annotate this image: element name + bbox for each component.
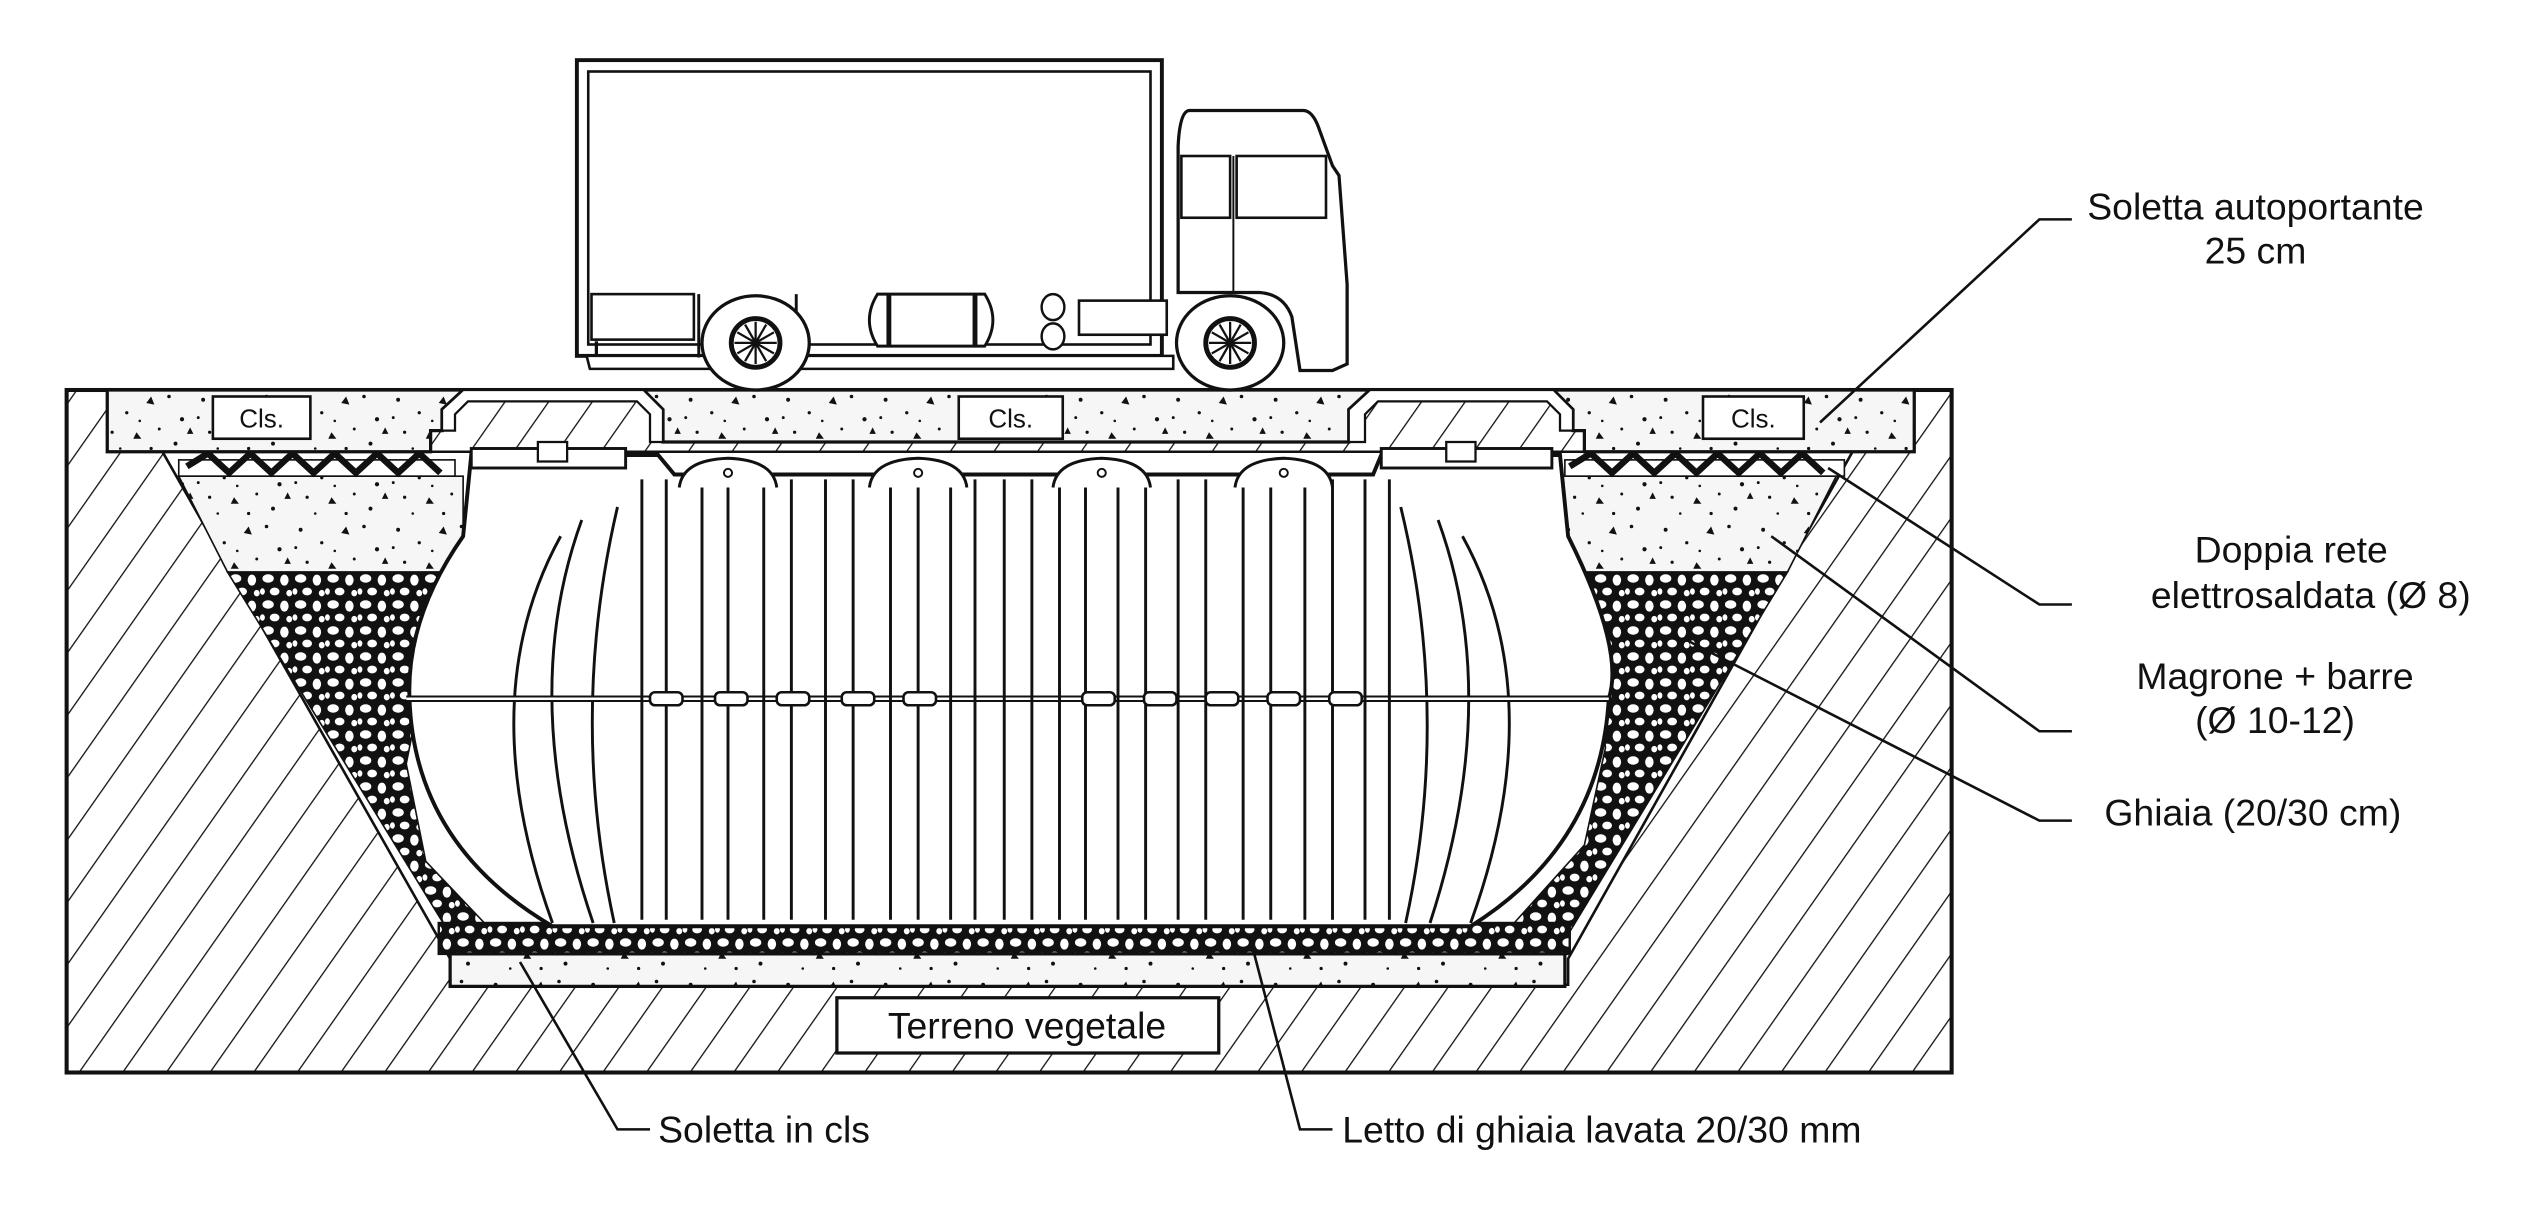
leader-lines	[518, 218, 2072, 1131]
tank-icon	[406, 440, 1615, 929]
tank-dome-hole	[722, 467, 734, 478]
wheel-spoke	[754, 324, 768, 344]
slab-tag-left: Cls.	[211, 395, 312, 441]
callout-doppia-rete-line2: elettrosaldata (Ø 8)	[2151, 574, 2471, 616]
tank-rib-clamp	[840, 690, 876, 707]
callout-soletta-autoportante-line2: 25 cm	[2205, 229, 2307, 271]
slab-tag-left-text: Cls.	[239, 403, 284, 433]
lean-concrete-left	[177, 475, 464, 573]
wheel-spoke	[1229, 341, 1249, 355]
wheel-spoke	[736, 331, 757, 344]
tank-dome-hole	[1278, 467, 1289, 478]
tank-rib-clamp	[1080, 690, 1117, 707]
tank-rib-clamp	[1142, 690, 1178, 707]
wheel-spoke	[1211, 331, 1231, 344]
callout-ghiaia: Ghiaia (20/30 cm)	[2104, 792, 2401, 834]
wheel-spoke	[755, 341, 775, 355]
tank-rib-clamp	[1266, 690, 1302, 707]
concrete-base-slab	[448, 952, 1567, 988]
callout-magrone-line2: (Ø 10-12)	[2195, 699, 2355, 741]
slab-tag-right-text: Cls.	[1731, 403, 1776, 433]
wheel-spoke	[1218, 342, 1232, 362]
slab-tag-center-text: Cls.	[988, 403, 1033, 433]
tank-rib-clamp	[1204, 690, 1240, 707]
wheel-spoke	[1229, 342, 1242, 362]
wheel-spoke	[736, 341, 757, 355]
tank-rib-clamp	[775, 690, 811, 707]
wheel-spoke	[754, 342, 768, 362]
tank-rib-clamp	[902, 690, 938, 707]
callout-soletta-cls: Soletta in cls	[658, 1108, 870, 1150]
welded-mesh-right	[1564, 448, 1846, 478]
tank-dome-hole	[913, 467, 924, 478]
truck-rear-wheel	[700, 294, 811, 392]
truck-front-wheel	[1174, 294, 1286, 392]
callout-letto-ghiaia: Letto di ghiaia lavata 20/30 mm	[1342, 1108, 1861, 1150]
tank-dome-hole	[1096, 467, 1107, 478]
wheel-spoke	[1218, 324, 1232, 344]
callout-soletta-autoportante-line1: Soletta autoportante	[2087, 185, 2424, 227]
slab-tag-right: Cls.	[1701, 395, 1806, 441]
wheel-spoke	[755, 331, 775, 344]
tank-rib-clamp	[713, 690, 749, 707]
tank-ribs	[640, 479, 1391, 920]
wheel-spoke	[744, 324, 757, 344]
callout-doppia-rete-line1: Doppia rete	[2195, 528, 2388, 570]
tank-rib-clamp	[648, 690, 684, 707]
tank-top-domes	[677, 456, 1334, 488]
wheel-spoke	[1211, 341, 1231, 355]
wheel-spoke	[1229, 331, 1249, 344]
wheel-spoke	[1229, 324, 1242, 344]
ground-label: Terreno vegetale	[835, 996, 1221, 1055]
lean-concrete-right	[1559, 475, 1838, 573]
wheel-spoke	[744, 342, 757, 362]
ground-label-text: Terreno vegetale	[888, 1004, 1166, 1046]
tank-rib-clamp	[1327, 690, 1364, 707]
slab-tag-center: Cls.	[957, 395, 1065, 441]
callout-magrone-line1: Magrone + barre	[2136, 655, 2413, 697]
welded-mesh-left	[177, 448, 456, 478]
